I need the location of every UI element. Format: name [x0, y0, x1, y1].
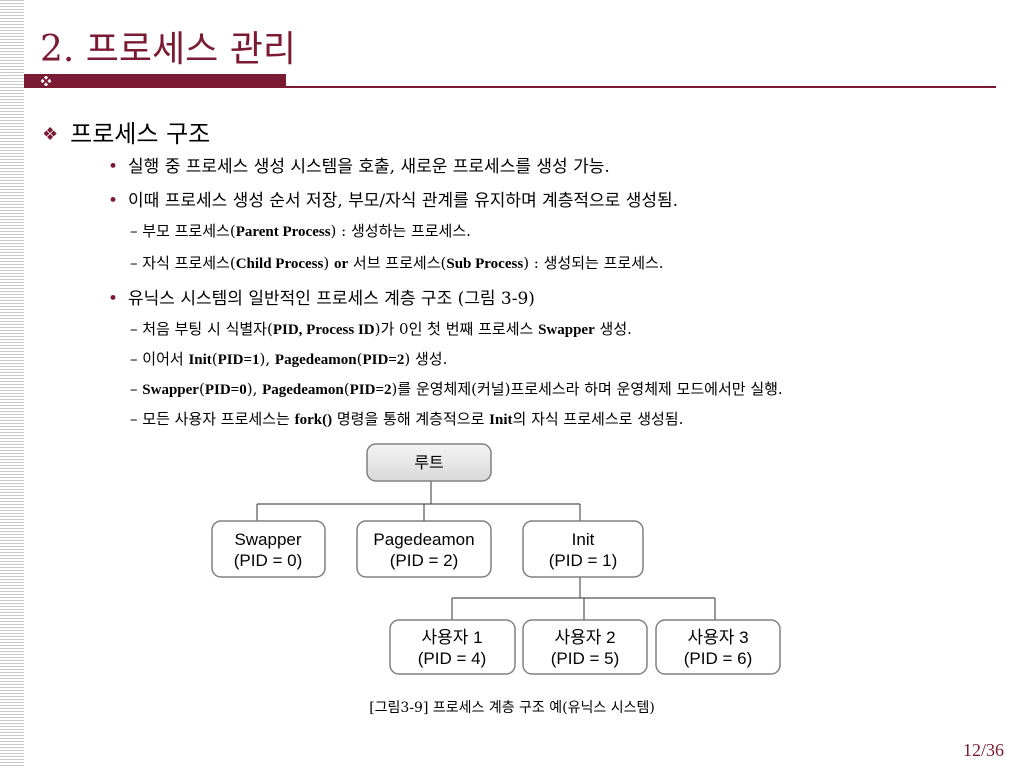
title-underline	[286, 86, 996, 88]
node-user-2: 사용자 2 (PID = 5)	[522, 619, 648, 675]
text-part: –	[130, 380, 143, 398]
sub-item-init: – 이어서 Init(PID=1), Pagedeamon(PID=2) 생성.	[130, 348, 447, 369]
text-part: )를 운영체제(커널)프로세스라 하며 운영체제 모드에서만 실행.	[391, 380, 783, 398]
node-label: 사용자 1	[421, 628, 482, 647]
term: PID=2	[362, 352, 405, 368]
text-part: ),	[246, 380, 263, 398]
text-part: )	[323, 254, 334, 272]
term: PID=0	[204, 382, 247, 398]
text-part: – 처음 부팅 시 식별자(	[130, 320, 273, 338]
node-user-3: 사용자 3 (PID = 6)	[655, 619, 781, 675]
heading-item: ❖ 프로세스 구조	[42, 114, 210, 149]
bullet-text: 실행 중 프로세스 생성 시스템을 호출, 새로운 프로세스를 생성 가능.	[128, 157, 610, 177]
text-part: ),	[259, 350, 275, 368]
term: Sub Process	[446, 256, 524, 272]
bullet-text: 이때 프로세스 생성 순서 저장, 부모/자식 관계를 유지하며 계층적으로 생…	[128, 191, 679, 211]
text-part: – 모든 사용자 프로세스는	[130, 410, 295, 428]
node-pid: (PID = 5)	[551, 649, 620, 668]
bullet-item-2: • 이때 프로세스 생성 순서 저장, 부모/자식 관계를 유지하며 계층적으로 …	[108, 186, 678, 211]
text-part: 생성.	[594, 320, 632, 338]
slide-title: 2. 프로세스 관리	[40, 29, 296, 70]
node-pagedeamon: Pagedeamon (PID = 2)	[356, 520, 492, 578]
text-part: ) : 생성하는 프로세스.	[330, 222, 471, 240]
sub-item-swapper: – 처음 부팅 시 식별자(PID, Process ID)가 0인 첫 번째 …	[130, 318, 632, 339]
diamond-cluster-icon	[41, 76, 51, 86]
bullet-item-3: • 유닉스 시스템의 일반적인 프로세스 계층 구조 (그림 3-9)	[108, 284, 535, 309]
diamond-cluster-icon: ❖	[42, 124, 59, 145]
text-part: ) 생성.	[404, 350, 448, 368]
text-part: 의 자식 프로세스로 생성됨.	[512, 410, 684, 428]
side-stripe-decoration	[0, 0, 24, 768]
text-part: (	[198, 380, 205, 398]
dot-bullet-icon: •	[108, 191, 119, 211]
page-number: 12/36	[962, 740, 1004, 760]
node-label: 사용자 2	[554, 628, 615, 647]
term: Parent Process	[235, 224, 331, 240]
process-hierarchy-diagram: 루트 Swapper (PID = 0) Pagedeamon (PID = 2…	[211, 443, 781, 675]
dot-bullet-icon: •	[108, 289, 119, 309]
node-user-1: 사용자 1 (PID = 4)	[389, 619, 516, 675]
term: PID=1	[217, 352, 260, 368]
sub-item-parent: – 부모 프로세스(Parent Process) : 생성하는 프로세스.	[130, 220, 471, 241]
node-pid: (PID = 6)	[684, 649, 753, 668]
text-part: – 이어서	[130, 350, 189, 368]
node-pid: (PID = 2)	[390, 551, 459, 570]
text-part: – 부모 프로세스(	[130, 222, 236, 240]
node-pid: (PID = 0)	[234, 551, 303, 570]
node-pid: (PID = 4)	[418, 649, 487, 668]
heading-text: 프로세스 구조	[70, 120, 211, 148]
figure-caption: [그림3-9] 프로세스 계층 구조 예(유닉스 시스템)	[369, 700, 655, 716]
bullet-text: 유닉스 시스템의 일반적인 프로세스 계층 구조 (그림 3-9)	[128, 289, 535, 309]
term: Child Process	[235, 256, 324, 272]
sub-item-child: – 자식 프로세스(Child Process) or 서브 프로세스(Sub …	[130, 252, 664, 273]
term: fork()	[294, 412, 333, 428]
connector-lines	[256, 481, 716, 620]
node-swapper: Swapper (PID = 0)	[211, 520, 326, 578]
node-label: 사용자 3	[687, 628, 748, 647]
text-part: (	[211, 350, 218, 368]
term: PID=2	[349, 382, 392, 398]
node-label: Init	[572, 530, 595, 549]
term: Pagedeamon	[262, 382, 344, 398]
node-init: Init (PID = 1)	[522, 520, 644, 578]
text-part: 서브 프로세스(	[348, 254, 447, 272]
sub-item-kernel: – Swapper(PID=0), Pagedeamon(PID=2)를 운영체…	[130, 378, 783, 399]
term: Swapper	[538, 322, 595, 338]
text-part: )가 0인 첫 번째 프로세스	[374, 320, 539, 338]
text-part: (	[356, 350, 363, 368]
text-part: 명령을 통해 계층적으로	[332, 410, 490, 428]
text-part: (	[343, 380, 350, 398]
bullet-item-1: • 실행 중 프로세스 생성 시스템을 호출, 새로운 프로세스를 생성 가능.	[108, 152, 610, 177]
term: or	[333, 256, 349, 272]
text-part: – 자식 프로세스(	[130, 254, 236, 272]
term: Swapper	[142, 382, 199, 398]
node-label: Swapper	[234, 530, 301, 549]
sub-item-fork: – 모든 사용자 프로세스는 fork() 명령을 통해 계층적으로 Init의…	[130, 408, 683, 429]
title-accent-bar	[24, 74, 286, 88]
node-label: 루트	[414, 455, 443, 472]
term: PID, Process ID	[272, 322, 375, 338]
term: Init	[489, 412, 513, 428]
node-pid: (PID = 1)	[549, 551, 618, 570]
term: Init	[188, 352, 212, 368]
node-label: Pagedeamon	[373, 530, 474, 549]
term: Pagedeamon	[274, 352, 357, 368]
dot-bullet-icon: •	[108, 157, 119, 177]
node-root: 루트	[366, 443, 492, 482]
text-part: ) : 생성되는 프로세스.	[523, 254, 664, 272]
